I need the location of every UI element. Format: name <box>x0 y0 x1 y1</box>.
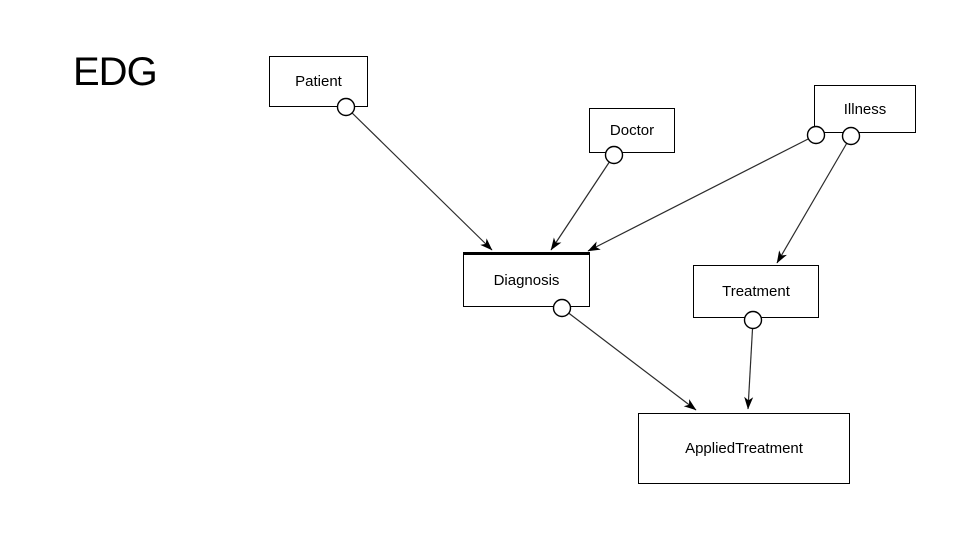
node-patient: Patient <box>269 56 368 107</box>
node-label-diagnosis: Diagnosis <box>493 272 560 289</box>
node-treatment: Treatment <box>693 265 819 318</box>
node-label-illness: Illness <box>843 100 887 118</box>
slide-title: EDG <box>73 50 158 94</box>
node-label-doctor: Doctor <box>609 122 655 139</box>
node-doctor: Doctor <box>589 108 675 153</box>
node-label-patient: Patient <box>295 73 342 90</box>
node-illness: Illness <box>814 85 916 133</box>
node-label-applied-treatment: AppliedTreatment <box>685 440 803 457</box>
node-diagnosis: Diagnosis <box>463 252 590 307</box>
node-label-treatment: Treatment <box>722 283 790 300</box>
node-applied-treatment: AppliedTreatment <box>638 413 850 484</box>
